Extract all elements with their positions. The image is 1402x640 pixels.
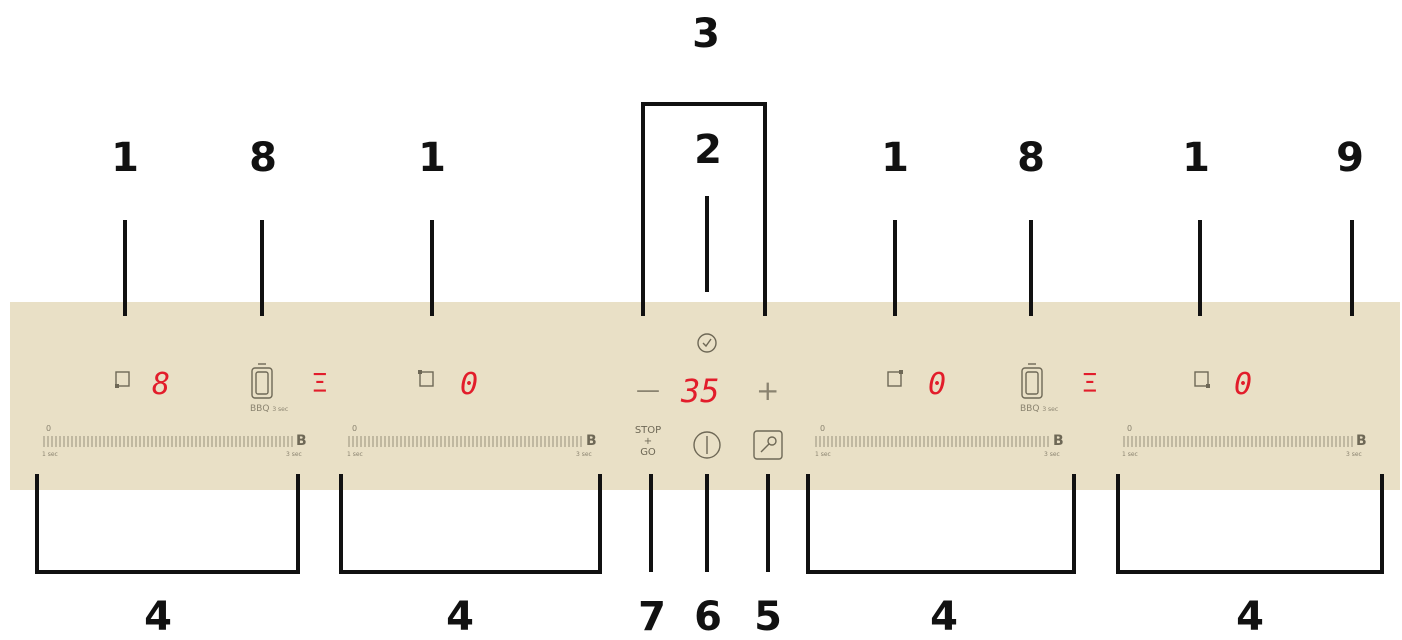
callout-4b: 4	[446, 594, 474, 640]
zone1-level-display: 8	[152, 367, 171, 402]
callout-3: 3	[692, 11, 720, 57]
power-button[interactable]	[693, 431, 721, 459]
stop-go-button[interactable]: STOP + GO	[634, 425, 662, 458]
segment-indicator-left: Ξ	[312, 369, 328, 399]
zone2-level-display: 0	[460, 367, 479, 402]
lock-icon	[753, 430, 783, 460]
bbq-label-right: BBQ 3 sec	[1020, 404, 1059, 414]
slider-2-left-note: 1 sec	[347, 451, 363, 458]
slider-1-min: 0	[46, 424, 52, 433]
zone-icon-3	[887, 371, 902, 387]
timer-clock-icon	[697, 333, 717, 353]
callout-2: 2	[694, 127, 722, 173]
slider-1-right-note: 3 sec	[286, 451, 302, 458]
callout-8a: 8	[249, 135, 277, 181]
callout-1d: 1	[1182, 135, 1210, 181]
lock-button[interactable]	[754, 431, 782, 459]
slider-1-left-note: 1 sec	[42, 451, 58, 458]
slider-ticks	[43, 436, 1353, 447]
callout-4a: 4	[144, 594, 172, 640]
slider-3-max: B	[1053, 433, 1064, 449]
callout-9: 9	[1336, 135, 1364, 181]
callout-1c: 1	[881, 135, 909, 181]
callout-1a: 1	[111, 135, 139, 181]
bracket-4c	[806, 474, 1076, 574]
zone-icon-4	[1194, 371, 1209, 387]
zone3-level-display: 0	[928, 367, 947, 402]
control-panel	[10, 302, 1400, 490]
zone-icon-1	[115, 371, 130, 387]
callout-1b: 1	[418, 135, 446, 181]
callout-6: 6	[694, 594, 722, 640]
slider-4-left-note: 1 sec	[1122, 451, 1138, 458]
callout-4c: 4	[930, 594, 958, 640]
slider-2-right-note: 3 sec	[576, 451, 592, 458]
segment-indicator-right: Ξ	[1082, 369, 1098, 399]
timer-display: 35	[681, 372, 720, 410]
bbq-icon-right	[1021, 363, 1043, 399]
zone4-level-display: 0	[1234, 367, 1253, 402]
callout-5: 5	[754, 594, 782, 640]
slider-3-right-note: 3 sec	[1044, 451, 1060, 458]
timer-minus-button[interactable]: —	[636, 376, 660, 404]
bracket-4d	[1116, 474, 1384, 574]
callout-4d: 4	[1236, 594, 1264, 640]
callout-7: 7	[638, 594, 666, 640]
callout-8b: 8	[1017, 135, 1045, 181]
slider-2-max: B	[586, 433, 597, 449]
slider-2-min: 0	[352, 424, 358, 433]
slider-3-left-note: 1 sec	[815, 451, 831, 458]
bbq-label-left: BBQ 3 sec	[250, 404, 289, 414]
bracket-4a	[35, 474, 300, 574]
zone-icon-2	[419, 371, 434, 387]
power-icon	[693, 431, 721, 459]
slider-4-right-note: 3 sec	[1346, 451, 1362, 458]
bracket-4b	[339, 474, 602, 574]
slider-3-min: 0	[820, 424, 826, 433]
slider-4-min: 0	[1127, 424, 1133, 433]
bbq-icon-left	[251, 363, 273, 399]
slider-1-max: B	[296, 433, 307, 449]
bracket-3	[641, 102, 767, 316]
timer-plus-button[interactable]: +	[756, 374, 780, 407]
slider-4-max: B	[1356, 433, 1367, 449]
